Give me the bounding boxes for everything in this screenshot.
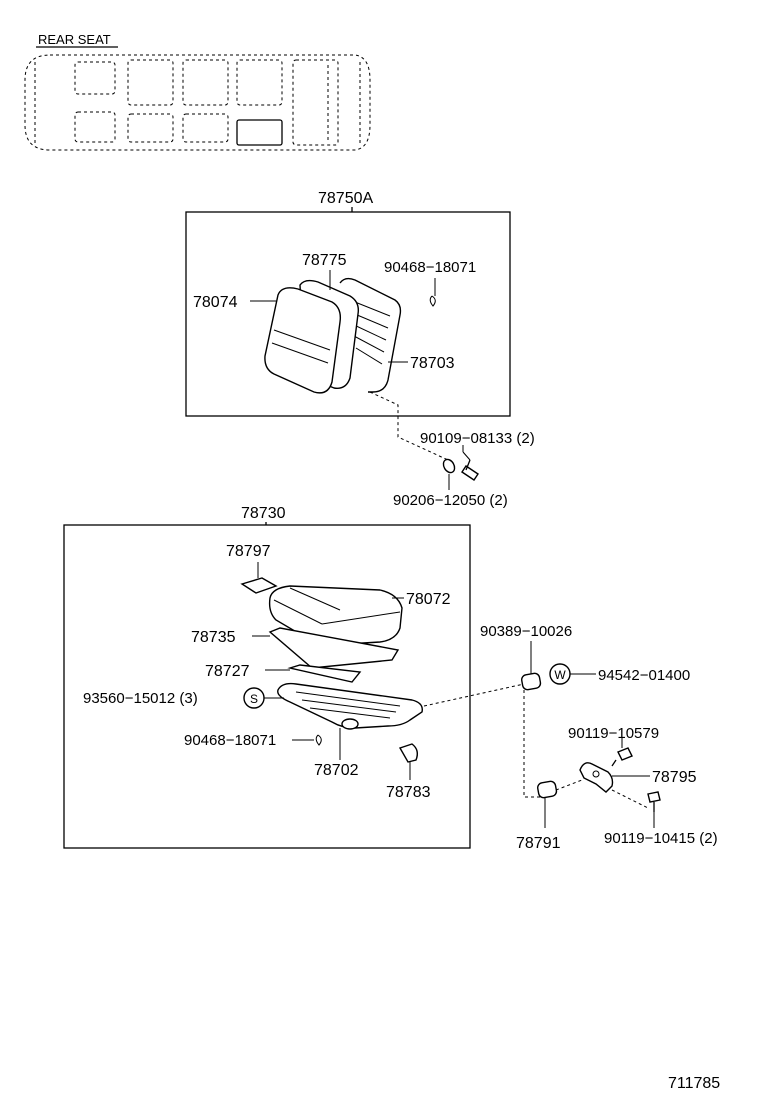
label-78702: 78702 <box>314 762 359 779</box>
label-78791: 78791 <box>516 835 561 852</box>
w-marker: W <box>549 663 571 685</box>
cushion-assembly-group: 78730 S <box>63 505 471 849</box>
bracket-78795 <box>579 762 614 793</box>
label-78775: 78775 <box>302 252 347 269</box>
label-93560: 93560−15012 (3) <box>83 690 198 707</box>
seat-row-4 <box>236 59 283 146</box>
bolt-90119-10579 <box>611 747 633 767</box>
connector-frame-bushing <box>423 683 525 707</box>
label-90206: 90206−12050 (2) <box>393 492 508 509</box>
label-78797: 78797 <box>226 543 271 560</box>
cushion-pad-78735 <box>268 627 400 669</box>
label-90468-upper: 90468−18071 <box>384 259 476 276</box>
label-90389: 90389−10026 <box>480 623 572 640</box>
label-78074: 78074 <box>193 294 238 311</box>
label-90109: 90109−08133 (2) <box>420 430 535 447</box>
seat-row-5 <box>292 59 339 146</box>
s-marker-text: S <box>250 692 258 706</box>
washer-90109 <box>442 458 456 474</box>
label-78783: 78783 <box>386 784 431 801</box>
hook-78783 <box>398 743 419 763</box>
label-78727: 78727 <box>205 663 250 680</box>
connector-bracket-bolt <box>611 789 649 809</box>
label-90119-10579: 90119−10579 <box>568 725 659 742</box>
seat-row-3 <box>182 59 229 143</box>
label-78735: 78735 <box>191 629 236 646</box>
cushion-assembly-box <box>63 524 471 849</box>
cushion-frame-78702 <box>277 682 423 730</box>
label-78703: 78703 <box>410 355 455 372</box>
s-marker: S <box>243 687 265 709</box>
label-78072: 78072 <box>406 591 451 608</box>
cushion-cover-78072 <box>268 585 403 646</box>
seat-row-front <box>74 61 116 143</box>
highlighted-rear-seat <box>236 119 283 146</box>
connector-bushing-sleeve <box>523 690 540 798</box>
seat-row-2 <box>127 59 174 143</box>
connector-sleeve-bracket <box>555 779 583 791</box>
bolt-90119-10415 <box>647 791 661 812</box>
pad-78797 <box>240 577 278 594</box>
label-90468-lower: 90468−18071 <box>184 732 276 749</box>
label-78730: 78730 <box>241 505 286 522</box>
seatback-assembly-group: 78750A 78775 90468−18071 78074 7 <box>185 190 511 417</box>
w-marker-text: W <box>554 668 566 682</box>
label-90119-10415: 90119−10415 (2) <box>604 830 718 847</box>
label-78750A: 78750A <box>318 190 373 207</box>
label-78795: 78795 <box>652 769 697 786</box>
bushing-90389 <box>521 672 542 691</box>
clip-90468-lower <box>315 734 322 746</box>
sleeve-78791 <box>537 780 558 799</box>
header-title: REAR SEAT <box>38 32 111 47</box>
diagram-number: 711785 <box>668 1075 720 1092</box>
seatback-assembly-box <box>185 211 511 417</box>
seatback-cover-78074 <box>264 287 342 394</box>
label-94542: 94542−01400 <box>598 667 690 684</box>
van-outline <box>24 54 371 151</box>
clip-90468-upper <box>429 295 436 307</box>
bolt-90206 <box>461 451 479 481</box>
plate-78727 <box>287 664 362 683</box>
connector-seatback-bolts <box>369 391 449 461</box>
vehicle-locator: REAR SEAT <box>24 32 371 151</box>
